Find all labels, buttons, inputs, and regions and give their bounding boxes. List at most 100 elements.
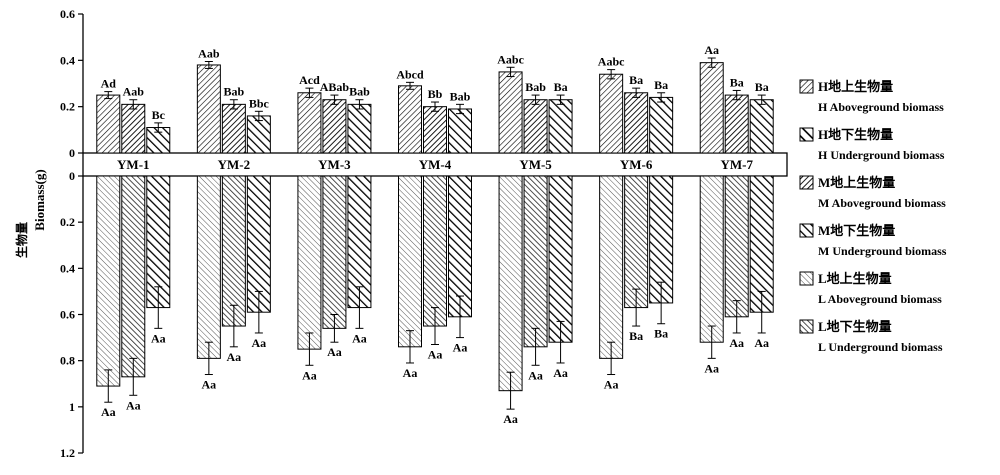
- top-significance-label: Abcd: [396, 67, 424, 81]
- top-tick-label: 0.2: [60, 100, 75, 114]
- top-significance-label: Ba: [554, 80, 568, 94]
- bottom-bar: [196, 175, 221, 359]
- bottom-bar: [699, 175, 724, 343]
- top-significance-label: Aabc: [497, 52, 524, 66]
- category-label: YM-3: [318, 157, 351, 172]
- bottom-significance-label: Aa: [126, 398, 141, 412]
- bottom-tick-label: 0.8: [60, 354, 75, 368]
- bottom-tick-label: 0.6: [60, 308, 75, 322]
- top-significance-label: Bab: [349, 85, 370, 99]
- legend-label-en: L Aboveground biomass: [818, 292, 942, 306]
- bottom-tick-label: 1.2: [60, 446, 75, 460]
- legend-label-en: H Aboveground biomass: [818, 100, 944, 114]
- top-significance-label: Bab: [525, 80, 546, 94]
- bottom-significance-label: Aa: [553, 366, 568, 380]
- legend-label-en: L Underground biomass: [818, 340, 943, 354]
- top-significance-label: Aa: [704, 43, 719, 57]
- legend-swatch: [799, 175, 814, 190]
- top-significance-label: Bab: [450, 89, 471, 103]
- legend-swatch: [799, 271, 814, 286]
- bottom-bar: [423, 175, 447, 327]
- legend-label-cn: H地下生物量: [818, 127, 893, 142]
- bottom-significance-label: Aa: [227, 350, 242, 364]
- legend-swatch: [799, 127, 814, 142]
- bottom-significance-label: Aa: [151, 331, 166, 345]
- top-significance-label: Ba: [654, 78, 668, 92]
- bottom-significance-label: Aa: [528, 368, 543, 382]
- top-bar: [322, 99, 347, 154]
- top-bar: [624, 92, 649, 154]
- category-label: YM-2: [218, 157, 251, 172]
- top-significance-label: Bb: [428, 87, 443, 101]
- legend-swatch: [799, 319, 814, 334]
- bottom-significance-label: Aa: [403, 366, 418, 380]
- bottom-significance-label: Aa: [428, 348, 443, 362]
- bottom-bar: [297, 175, 322, 350]
- top-bar: [724, 94, 749, 154]
- bottom-significance-label: Aa: [352, 331, 367, 345]
- top-significance-label: Ba: [629, 73, 643, 87]
- legend-label-en: H Underground biomass: [818, 148, 945, 162]
- category-label: YM-4: [419, 157, 452, 172]
- bottom-bar: [624, 175, 649, 309]
- top-significance-label: Bab: [224, 85, 245, 99]
- top-bar: [699, 62, 724, 154]
- axes-group: 00.20.40.600.20.40.60.811.2生物量Biomass(g)…: [14, 7, 788, 460]
- top-bar: [96, 94, 121, 154]
- y-axis-label-cn: 生物量: [14, 222, 29, 258]
- bottom-tick-label: 0: [69, 169, 75, 183]
- top-significance-label: Aab: [198, 46, 220, 60]
- bottom-significance-label: Aa: [202, 378, 217, 392]
- top-significance-label: Acd: [299, 73, 320, 87]
- top-tick-label: 0.6: [60, 7, 75, 21]
- category-label: YM-5: [519, 157, 552, 172]
- bottom-bar: [724, 175, 749, 318]
- top-bar: [221, 103, 246, 154]
- legend-label-cn: H地上生物量: [818, 79, 893, 94]
- top-tick-label: 0: [69, 146, 75, 160]
- top-bar: [749, 99, 774, 154]
- legend-label-cn: L地上生物量: [818, 271, 892, 286]
- top-bar: [347, 103, 372, 154]
- top-bar: [448, 108, 472, 154]
- bottom-bar: [121, 175, 146, 378]
- y-axis-label: Biomass(g): [32, 169, 47, 230]
- bottom-tick-label: 1: [69, 400, 75, 414]
- legend-label-cn: L地下生物量: [818, 319, 892, 334]
- bottom-significance-label: Aa: [754, 336, 769, 350]
- legend-swatch: [799, 223, 814, 238]
- legend-label-en: M Aboveground biomass: [818, 196, 946, 210]
- top-significance-label: Ba: [730, 75, 744, 89]
- bottom-significance-label: Ba: [629, 329, 643, 343]
- bottom-bar: [498, 175, 523, 392]
- bottom-bar: [523, 175, 548, 348]
- bottom-significance-label: Aa: [503, 412, 518, 426]
- top-bar: [246, 115, 271, 154]
- bottom-significance-label: Aa: [101, 405, 116, 419]
- bottom-significance-label: Aa: [252, 336, 267, 350]
- top-tick-label: 0.4: [60, 53, 75, 67]
- bottom-significance-label: Aa: [704, 361, 719, 375]
- bottom-significance-label: Aa: [729, 336, 744, 350]
- legend-label-cn: M地下生物量: [818, 223, 895, 238]
- top-significance-label: Bbc: [249, 96, 270, 110]
- bottom-bar: [398, 175, 422, 348]
- top-significance-label: Aab: [123, 85, 145, 99]
- legend-label-en: M Underground biomass: [818, 244, 947, 258]
- top-significance-label: Bc: [152, 108, 166, 122]
- category-label: YM-1: [117, 157, 150, 172]
- top-bar: [398, 85, 422, 154]
- bottom-bar: [322, 175, 347, 329]
- top-bar: [423, 106, 447, 154]
- top-significance-label: ABab: [320, 80, 350, 94]
- top-bar: [548, 99, 573, 154]
- bottom-significance-label: Aa: [453, 341, 468, 355]
- top-bar: [297, 92, 322, 154]
- category-label: YM-6: [620, 157, 653, 172]
- top-bar: [649, 96, 674, 154]
- top-significance-label: Ad: [101, 77, 117, 91]
